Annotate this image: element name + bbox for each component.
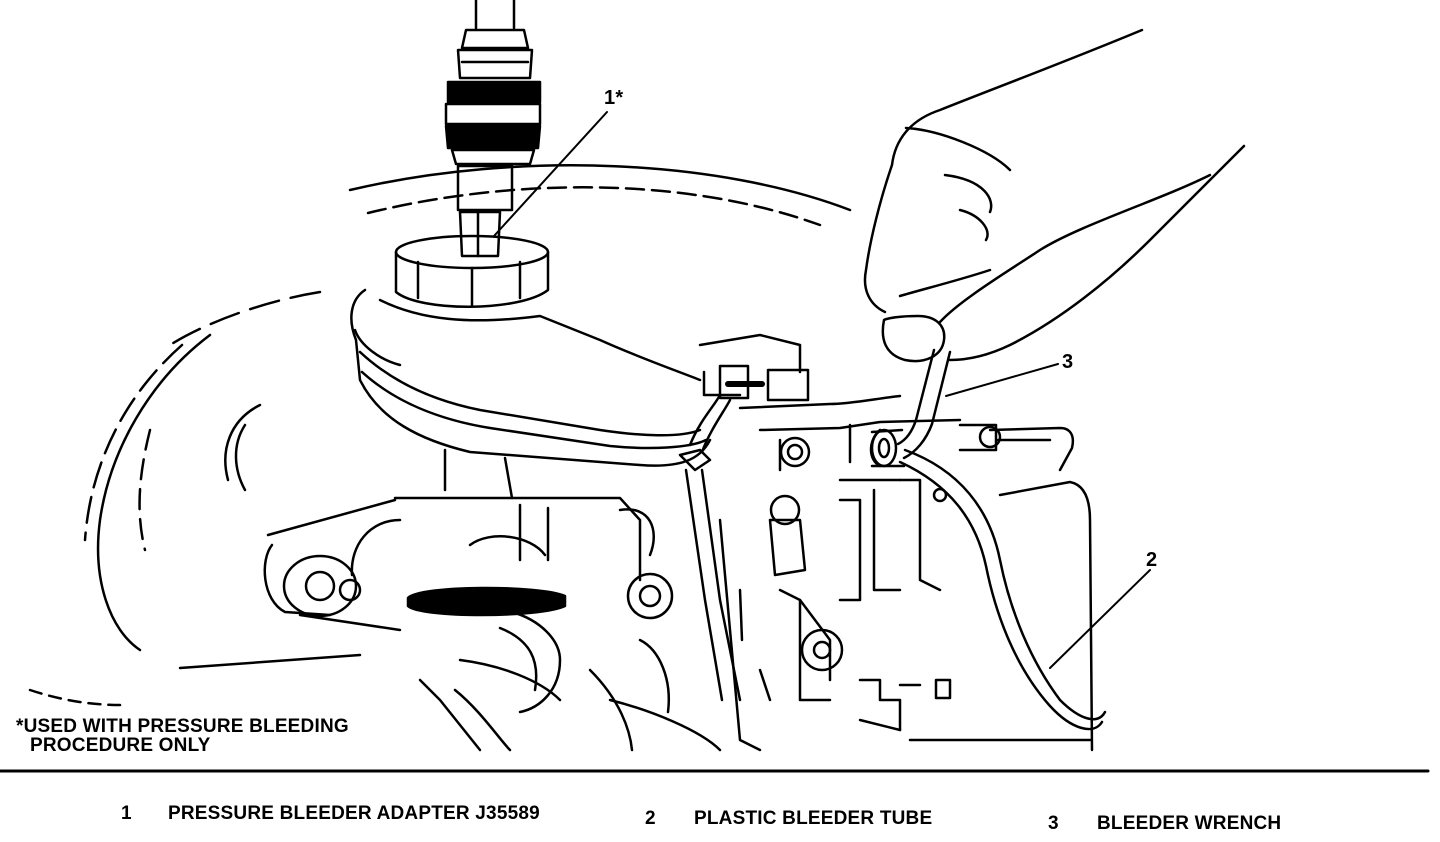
technician-hand xyxy=(863,28,1246,363)
master-cylinder-body xyxy=(263,496,722,752)
footnote-line-1: *USED WITH PRESSURE BLEEDING xyxy=(16,716,349,737)
brake-lines xyxy=(678,393,742,702)
leader-line-3 xyxy=(945,363,1059,397)
legend-number-3: 3 xyxy=(1048,813,1059,834)
plastic-bleeder-tube xyxy=(898,448,1107,731)
leader-lines xyxy=(493,111,1151,669)
legend-label-3: BLEEDER WRENCH xyxy=(1097,813,1282,834)
legend-number-2: 2 xyxy=(645,808,656,829)
callout-3: 3 xyxy=(1062,351,1074,373)
leader-line-2 xyxy=(1049,569,1151,669)
pressure-bleeder-adapter xyxy=(444,0,542,258)
valve-housing xyxy=(908,423,1094,752)
combination-valve xyxy=(698,333,962,752)
legend-label-2: PLASTIC BLEEDER TUBE xyxy=(694,808,933,829)
legend-number-1: 1 xyxy=(121,803,132,824)
callout-2: 2 xyxy=(1146,549,1158,571)
callout-1: 1* xyxy=(604,87,624,109)
master-cylinder-reservoir xyxy=(350,288,712,500)
bleeder-wrench xyxy=(870,348,952,468)
reservoir-cap xyxy=(394,234,550,308)
legend-label-1: PRESSURE BLEEDER ADAPTER J35589 xyxy=(168,803,540,824)
footnote-line-2: PROCEDURE ONLY xyxy=(30,735,211,756)
brake-booster xyxy=(28,164,852,707)
leader-line-1 xyxy=(493,111,608,237)
